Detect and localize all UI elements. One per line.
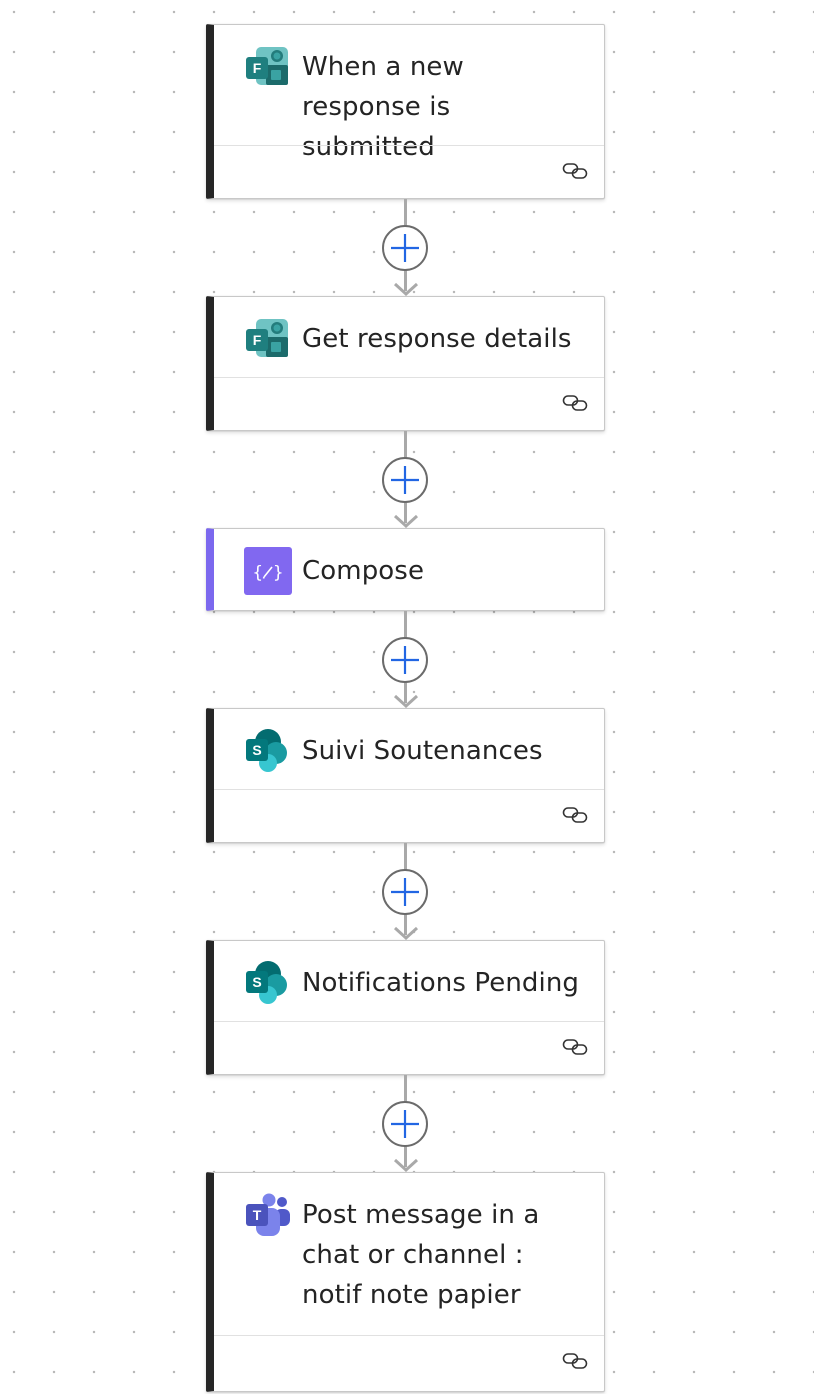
connection-link-icon[interactable]	[562, 392, 588, 414]
step-card-compose[interactable]: { } Compose	[206, 528, 605, 611]
arrow-down-icon	[393, 514, 419, 529]
plus-icon	[391, 234, 419, 262]
add-step-button[interactable]	[382, 457, 428, 503]
arrow-down-icon	[393, 694, 419, 709]
microsoft-forms-icon: F	[246, 319, 288, 357]
card-footer	[214, 1335, 604, 1394]
svg-text:T: T	[253, 1207, 262, 1223]
connection-link-icon[interactable]	[562, 160, 588, 182]
connection-link-icon[interactable]	[562, 1036, 588, 1058]
connection-link-icon[interactable]	[562, 804, 588, 826]
step-card-suivi-soutenances[interactable]: S Suivi Soutenances	[206, 708, 605, 843]
arrow-down-icon	[393, 282, 419, 297]
sharepoint-icon: S	[246, 961, 287, 1004]
step-card-get-response[interactable]: F Get response details	[206, 296, 605, 431]
plus-icon	[391, 878, 419, 906]
arrow-down-icon	[393, 926, 419, 941]
step-title: Compose	[302, 556, 425, 586]
add-step-button[interactable]	[382, 637, 428, 683]
compose-icon: { }	[244, 547, 292, 595]
step-card-teams-post[interactable]: T Post message in a chat or channel : no…	[206, 1172, 605, 1392]
step-title: Suivi Soutenances	[302, 736, 543, 766]
add-step-button[interactable]	[382, 869, 428, 915]
card-footer	[214, 1021, 604, 1074]
microsoft-forms-icon: F	[246, 47, 288, 85]
card-footer	[214, 145, 604, 198]
arrow-down-icon	[393, 1158, 419, 1173]
step-card-notifications-pending[interactable]: S Notifications Pending	[206, 940, 605, 1075]
add-step-button[interactable]	[382, 225, 428, 271]
step-title: Get response details	[302, 324, 572, 354]
svg-text:F: F	[253, 332, 262, 348]
step-title: Post message in a chat or channel : noti…	[302, 1200, 540, 1310]
connection-link-icon[interactable]	[562, 1350, 588, 1372]
plus-icon	[391, 466, 419, 494]
svg-text:F: F	[253, 60, 262, 76]
svg-text:S: S	[252, 974, 261, 990]
card-footer	[214, 789, 604, 842]
microsoft-teams-icon: T	[246, 1193, 290, 1236]
step-card-forms-trigger[interactable]: F When a new response is submitted	[206, 24, 605, 199]
step-title: When a new response is submitted	[302, 52, 464, 162]
sharepoint-icon: S	[246, 729, 287, 772]
plus-icon	[391, 1110, 419, 1138]
step-title: Notifications Pending	[302, 968, 580, 998]
add-step-button[interactable]	[382, 1101, 428, 1147]
card-footer	[214, 377, 604, 430]
svg-text:S: S	[252, 742, 261, 758]
plus-icon	[391, 646, 419, 674]
